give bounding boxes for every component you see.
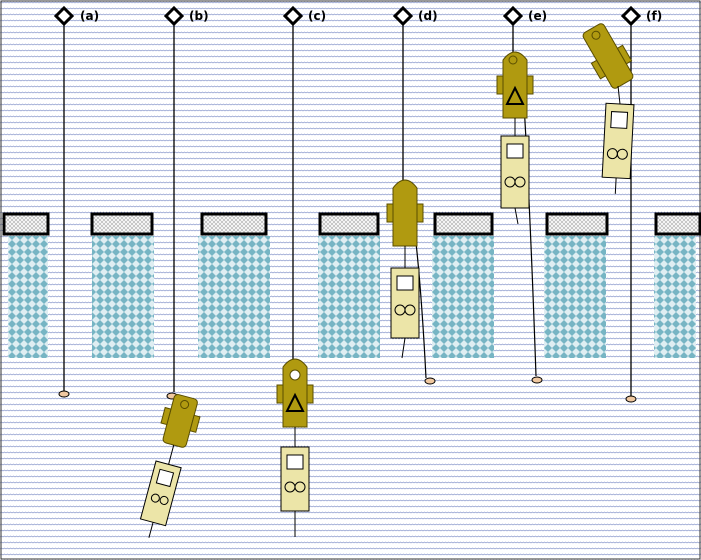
stage-label-d: (d)	[418, 9, 438, 23]
ice-block	[545, 212, 609, 236]
probe-eyelet	[289, 369, 301, 381]
probe-body	[502, 51, 528, 119]
marker-diamond-icon	[163, 5, 185, 27]
package-dial	[514, 176, 526, 188]
probe-eyelet	[508, 55, 518, 65]
stage-label-f: (f)	[646, 9, 663, 23]
marker-diamond-icon	[282, 5, 304, 27]
probe-upright	[496, 51, 534, 225]
ice-block	[2, 212, 50, 236]
stage-d	[386, 5, 436, 385]
water-column	[318, 236, 380, 358]
probe-fin	[496, 75, 504, 95]
stage-e	[496, 5, 543, 384]
anchor-weight	[625, 395, 637, 403]
stage-a	[53, 5, 75, 398]
package-dial	[294, 481, 306, 493]
anchor-weight	[531, 376, 543, 384]
water-column	[92, 236, 154, 358]
probe-tilted	[139, 394, 201, 538]
package-panel	[286, 454, 304, 470]
trailing-line	[614, 177, 617, 194]
ice-block	[654, 212, 701, 236]
ice-blocks	[2, 212, 701, 236]
package-dial	[150, 493, 160, 503]
probe-fin	[189, 414, 201, 433]
anchor-weight	[424, 377, 436, 385]
package-panel	[610, 111, 629, 129]
probe-fin	[526, 75, 534, 95]
link-line	[617, 85, 621, 105]
stage-label-a: (a)	[80, 9, 100, 23]
probe-tilted	[582, 23, 634, 89]
trailing-line	[514, 207, 519, 225]
stage-label-e: (e)	[528, 9, 548, 23]
package-panel	[396, 275, 414, 291]
trailing-line	[148, 522, 154, 538]
instrument-package-group	[601, 102, 635, 194]
package-dial	[616, 148, 628, 160]
probe-upright	[276, 358, 314, 537]
probe-upright	[386, 179, 424, 359]
water-column	[432, 236, 494, 358]
probe-fin	[386, 203, 394, 223]
probe-fin	[590, 59, 607, 80]
package-panel	[506, 143, 524, 159]
package-panel	[155, 468, 175, 488]
stage-c	[276, 5, 314, 537]
package-dial	[159, 495, 169, 505]
water-column	[654, 236, 696, 358]
anchor-weight	[58, 390, 70, 398]
probe-fin	[276, 384, 284, 404]
marker-diamond-icon	[502, 5, 524, 27]
trailing-line	[401, 337, 406, 359]
stage-b	[139, 5, 201, 538]
probe-eyelet	[180, 399, 190, 409]
probe-eyelet	[591, 30, 601, 40]
package-dial	[404, 304, 416, 316]
marker-diamond-icon	[53, 5, 75, 27]
probe-body	[392, 179, 418, 247]
ice-block	[200, 212, 268, 236]
water-column	[8, 236, 48, 358]
warning-triangle-icon	[285, 392, 305, 412]
water-column	[198, 236, 270, 358]
marker-diamond-icon	[392, 5, 414, 27]
stage-f	[582, 5, 642, 403]
ice-block	[318, 212, 380, 236]
ice-block	[90, 212, 154, 236]
probe-fin	[416, 203, 424, 223]
probe-fin	[616, 44, 633, 65]
water-column	[544, 236, 606, 358]
stage-label-b: (b)	[189, 9, 209, 23]
warning-triangle-icon	[505, 85, 525, 105]
probe-fin	[160, 406, 172, 426]
stage-label-c: (c)	[308, 9, 327, 23]
ice-block	[433, 212, 494, 236]
probe-fin	[306, 384, 314, 404]
link-line	[168, 444, 175, 465]
water-columns	[8, 236, 696, 358]
marker-diamond-icon	[620, 5, 642, 27]
